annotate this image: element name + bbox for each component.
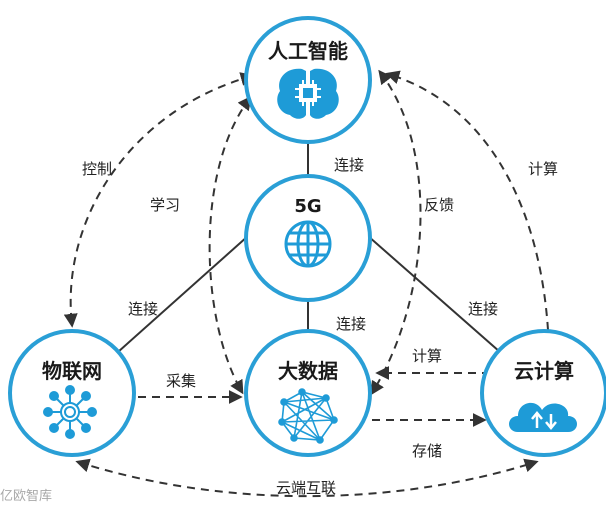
node-5g-title: 5G: [294, 196, 321, 217]
cloud-upload-download-icon: [509, 402, 577, 432]
globe-icon: [284, 220, 332, 268]
node-bigdata: 大数据: [244, 329, 372, 457]
label-store: 存储: [412, 442, 442, 460]
arrow-cloud-ai: [385, 70, 549, 331]
node-bigdata-title: 大数据: [278, 359, 338, 383]
dashed-arrows: [63, 69, 549, 498]
network-hub-icon: [43, 385, 97, 439]
label-5g-bigdata: 连接: [336, 315, 366, 333]
arrow-ai-iot: [63, 72, 255, 328]
edge-5g-cloud: [367, 235, 501, 353]
label-iot-5g: 连接: [128, 300, 158, 318]
node-ai: 人工智能: [244, 16, 372, 144]
node-iot: 物联网: [8, 329, 136, 457]
label-cloud-ai: 计算: [528, 160, 558, 178]
label-collect: 采集: [166, 372, 196, 390]
node-5g: 5G: [244, 174, 372, 302]
label-ai-5g: 连接: [334, 156, 364, 174]
label-5g-cloud: 连接: [468, 300, 498, 318]
node-iot-title: 物联网: [42, 359, 102, 383]
arrow-iot-cloud: [75, 458, 539, 498]
label-iot-cloud: 云端互联: [276, 479, 336, 497]
label-feedback: 反馈: [424, 196, 454, 214]
label-cloud-bigdata: 计算: [412, 347, 442, 365]
label-learn: 学习: [150, 196, 180, 214]
node-ai-title: 人工智能: [268, 39, 348, 63]
label-ai-iot: 控制: [82, 160, 112, 178]
arrow-ai-bigdata-learn: [208, 95, 252, 395]
edge-iot-5g: [117, 235, 249, 353]
node-cloud: 云计算: [480, 329, 606, 457]
arrow-bigdata-ai-feedback: [370, 69, 422, 396]
edge-labels: 连接 连接 连接 连接 控制 学习 反馈 计算 采集 计算 存储 云端互联: [82, 156, 558, 497]
brain-chip-icon: [277, 68, 339, 119]
watermark: 亿欧智库: [0, 488, 52, 504]
node-cloud-title: 云计算: [514, 359, 574, 383]
mesh-graph-icon: [278, 388, 338, 444]
